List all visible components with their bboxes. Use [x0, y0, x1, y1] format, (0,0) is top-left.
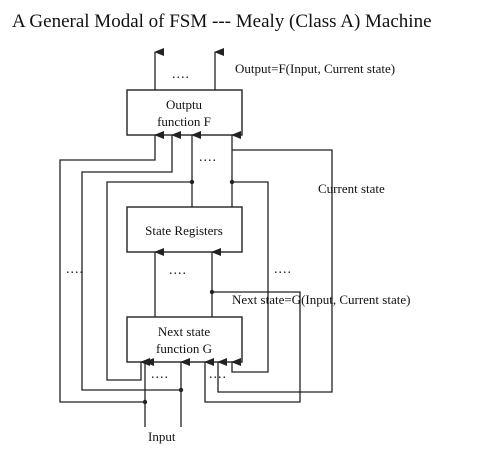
next-state-equation-label: Next state=G(Input, Current state)	[232, 292, 410, 307]
input-label: Input	[148, 429, 176, 444]
output-function-line2: function F	[157, 114, 211, 129]
next-state-function-line1: Next state	[158, 324, 211, 339]
state-feedback-outer-right	[204, 291, 301, 403]
output-function-line1: Outptu	[166, 97, 203, 112]
state-registers-label: State Registers	[145, 223, 223, 238]
output-function-box	[126, 89, 243, 136]
state-feedback-inner-right	[231, 181, 269, 373]
left-loop-ellipsis: ....	[66, 262, 84, 277]
output-equation-label: Output=F(Input, Current state)	[235, 61, 395, 76]
next-state-function-box	[126, 316, 243, 363]
feedback-ellipsis: ....	[209, 367, 227, 382]
state-junction-1	[189, 179, 195, 185]
current-state-label: Current state	[318, 181, 385, 196]
input-to-output-loop-outer	[59, 131, 164, 403]
state-to-output-ellipsis: ....	[199, 150, 217, 165]
right-loop-ellipsis: ....	[274, 262, 292, 277]
state-junction-2	[229, 179, 235, 185]
state-feedback-outermost	[217, 149, 333, 393]
diagram-title: A General Modal of FSM --- Mealy (Class …	[12, 11, 432, 32]
output-ellipsis: ....	[172, 67, 190, 82]
state-registers-box	[126, 206, 243, 253]
g-to-register-ellipsis: ....	[169, 263, 187, 278]
state-feedback-inner-left	[106, 181, 192, 381]
state-junction-3	[209, 289, 215, 295]
input-to-output-loop-inner	[81, 131, 181, 391]
input-ellipsis: ....	[151, 367, 169, 382]
next-state-function-line2: function G	[156, 341, 212, 356]
